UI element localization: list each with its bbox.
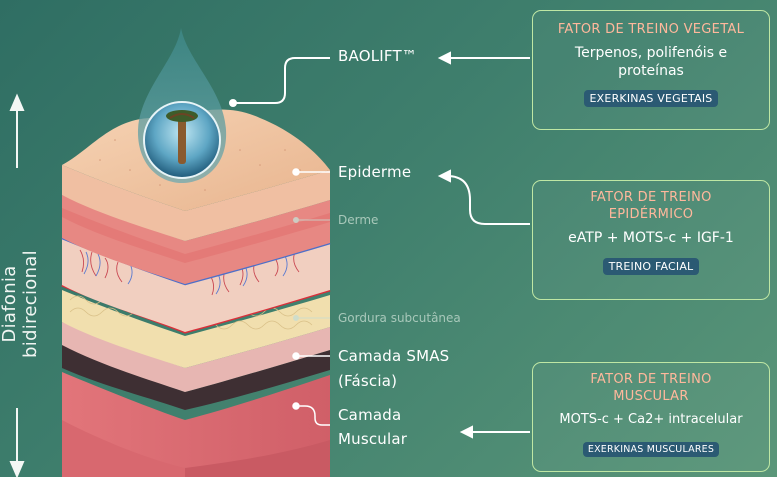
arrow-card1 bbox=[437, 51, 530, 65]
label-derme: Derme bbox=[338, 213, 379, 227]
dermis-layer bbox=[62, 195, 330, 284]
fat-layer bbox=[62, 290, 330, 368]
card1-body-line2: proteínas bbox=[618, 63, 684, 79]
label-muscular-sub: Muscular bbox=[338, 430, 408, 448]
capillaries bbox=[79, 249, 300, 296]
card3-title: FATOR DE TREINO bbox=[590, 372, 712, 387]
card1-title: FATOR DE TREINO VEGETAL bbox=[557, 22, 745, 37]
dermis-highlight bbox=[62, 208, 330, 263]
connector-gordura bbox=[293, 315, 330, 321]
card3-body: MOTS-c + Ca2+ intracelular bbox=[559, 412, 743, 427]
connector-smas bbox=[292, 352, 330, 360]
bidirectional-crosstalk-label: Diafonia bidirecional bbox=[0, 250, 41, 358]
card1-badge: EXERKINAS VEGETAIS bbox=[583, 90, 719, 107]
label-smas: Camada SMAS bbox=[338, 347, 450, 365]
label-smas-sub: (Fáscia) bbox=[338, 372, 398, 390]
card-muscle-training-factor: FATOR DE TREINO MUSCULAR MOTS-c + Ca2+ i… bbox=[532, 362, 770, 472]
pores bbox=[99, 139, 301, 191]
label-epiderme: Epiderme bbox=[338, 163, 412, 181]
connector-baolift bbox=[229, 57, 330, 107]
card2-title: FATOR DE TREINO bbox=[590, 190, 712, 205]
smas-dark-band bbox=[62, 345, 330, 410]
arrow-card3 bbox=[459, 425, 530, 439]
card2-body: eATP + MOTS-c + IGF-1 bbox=[568, 230, 734, 246]
label-gordura: Gordura subcutânea bbox=[338, 311, 461, 325]
connector-epiderme bbox=[292, 168, 330, 176]
label-muscular: Camada bbox=[338, 406, 402, 424]
epidermis-layer bbox=[62, 165, 330, 241]
arrow-card2 bbox=[437, 169, 530, 225]
card1-body-line1: Terpenos, polifenóis e bbox=[574, 45, 728, 61]
baobab-tree-icon bbox=[166, 110, 198, 164]
card-plant-training-factor: FATOR DE TREINO VEGETAL Terpenos, polife… bbox=[532, 10, 770, 130]
card2-title-line2: EPIDÉRMICO bbox=[608, 207, 694, 222]
skin-block bbox=[61, 109, 331, 477]
connector-muscular bbox=[292, 402, 330, 426]
card3-badge: EXERKINAS MUSCULARES bbox=[582, 442, 720, 457]
card-epidermal-training-factor: FATOR DE TREINO EPIDÉRMICO eATP + MOTS-c… bbox=[532, 180, 770, 300]
muscle-layer bbox=[62, 372, 330, 468]
card3-title-line2: MUSCULAR bbox=[613, 389, 689, 404]
baolift-drop bbox=[137, 28, 227, 183]
smas-layer bbox=[62, 322, 330, 392]
dermis-vascular-layer bbox=[62, 238, 330, 332]
connector-derme bbox=[293, 217, 330, 223]
label-baolift: BAOLIFT™ bbox=[338, 47, 418, 65]
bidirectional-arrow bbox=[9, 93, 25, 477]
card2-badge: TREINO FACIAL bbox=[602, 258, 700, 275]
